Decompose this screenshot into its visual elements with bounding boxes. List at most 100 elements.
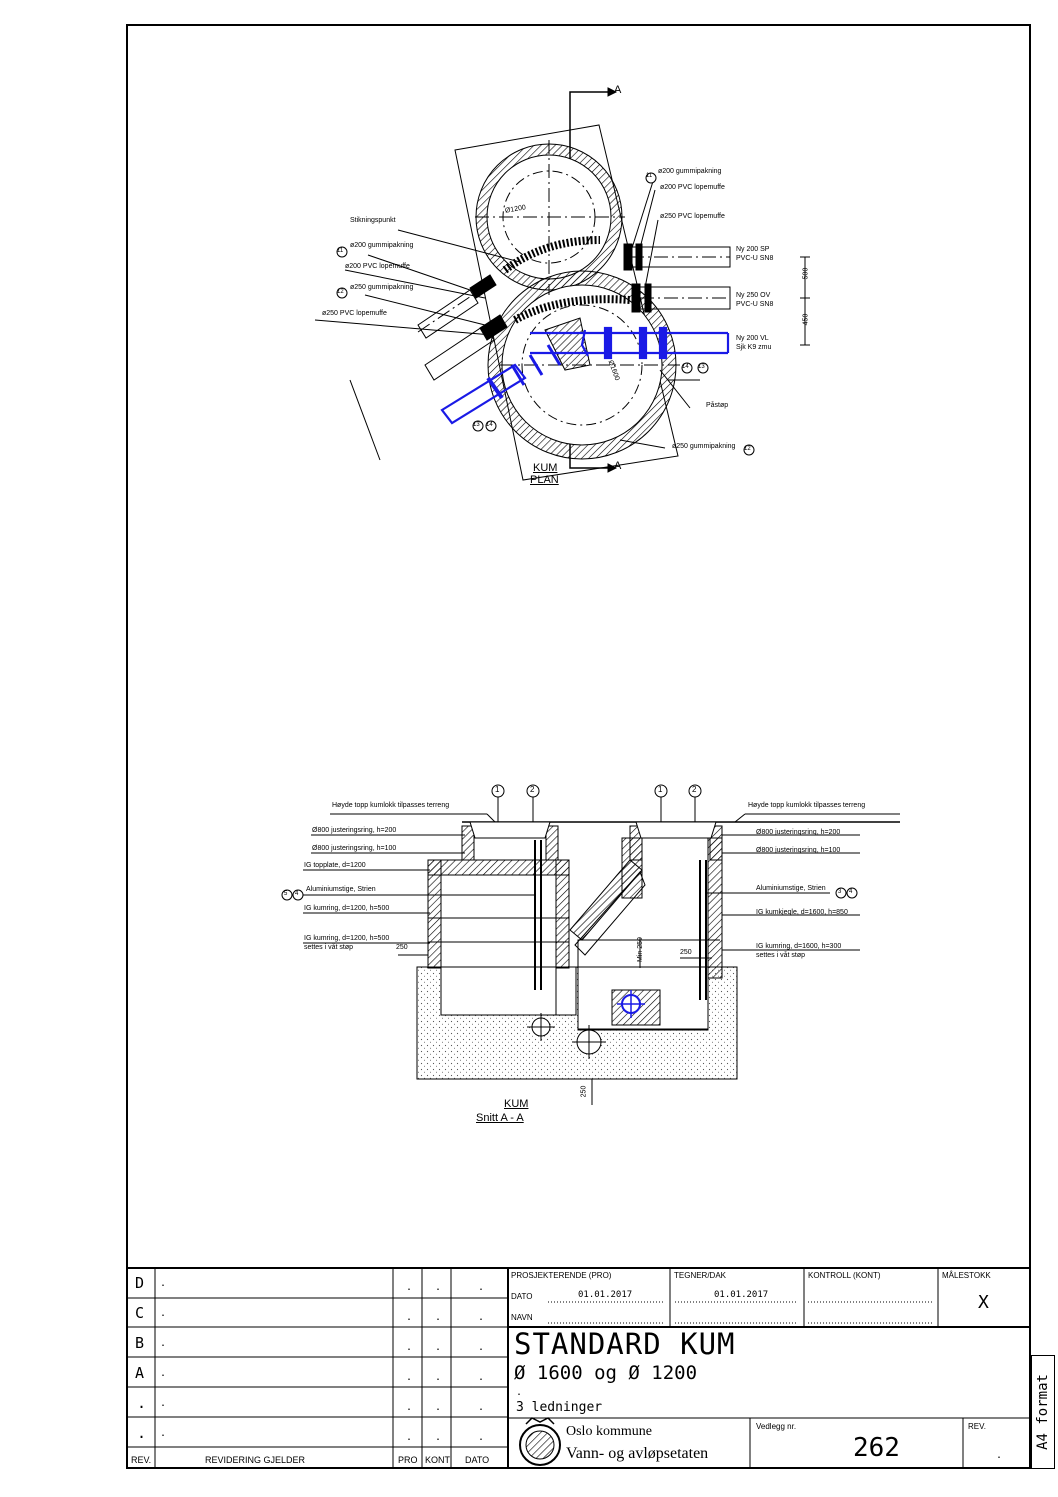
prosjekterende-label: PROSJEKTERENDE (PRO) bbox=[511, 1271, 612, 1280]
label-stige-left: Aluminiumstige, Strien bbox=[306, 886, 376, 893]
vedlegg-label: Vedlegg nr. bbox=[756, 1422, 797, 1431]
rev-row-5-desc: . bbox=[160, 1398, 167, 1409]
label-stige-right: Aluminiumstige, Strien bbox=[756, 885, 826, 892]
oslo-kommune-logo bbox=[519, 1417, 561, 1466]
section-title-line2: Snitt A - A bbox=[476, 1112, 524, 1124]
pipe-right-200sp bbox=[623, 243, 731, 271]
label-just200-right: Ø800 justeringsring, h=200 bbox=[756, 829, 841, 836]
plan-view bbox=[314, 87, 810, 481]
label-just200-left: Ø800 justeringsring, h=200 bbox=[312, 827, 397, 834]
pipe-right-250ov bbox=[631, 283, 731, 313]
pipe-left-250ov bbox=[424, 314, 508, 381]
rev-value: . bbox=[996, 1450, 1003, 1461]
drawing-subtitle: Ø 1600 og Ø 1200 bbox=[514, 1362, 698, 1384]
callout-11-right: 11 bbox=[646, 173, 653, 179]
dato-label: DATO bbox=[511, 1292, 533, 1301]
rev-row-a-pro: . bbox=[406, 1372, 413, 1383]
footer-pro: PRO bbox=[398, 1455, 418, 1465]
label-hoyde-left: Høyde topp kumlokk tilpasses terreng bbox=[332, 802, 450, 809]
callout-11-left: 11 bbox=[337, 248, 344, 254]
label-ny200vl: Ny 200 VL bbox=[736, 335, 769, 342]
callout-14-left: 14 bbox=[486, 422, 493, 428]
label-ny250ov: Ny 250 OV bbox=[736, 292, 771, 299]
section-callout-5: 5 bbox=[284, 891, 288, 897]
section-callout-1a: 1 bbox=[495, 785, 500, 794]
label-hoyde-right: Høyde topp kumlokk tilpasses terreng bbox=[748, 802, 866, 809]
label-200-pvc-left: ø200 PVC lopemuffe bbox=[345, 263, 410, 270]
rev-row-d-desc: . bbox=[160, 1278, 167, 1289]
label-kumring500: IG kumring, d=1200, h=500 bbox=[304, 905, 390, 912]
rev-row-5-dato: . bbox=[478, 1402, 485, 1413]
label-250-gummi-left: ø250 gummipakning bbox=[350, 284, 414, 291]
callout-12-left: 12 bbox=[337, 289, 344, 295]
label-kumkjegle: IG kumkjegle, d=1600, h=850 bbox=[756, 909, 848, 916]
title-block-grid bbox=[126, 1267, 1031, 1469]
section-callout-1b: 1 bbox=[658, 785, 663, 794]
rev-row-b-dato: . bbox=[478, 1342, 485, 1353]
navn-label: NAVN bbox=[511, 1313, 533, 1322]
label-kumring1600-a: IG kumring, d=1600, h=300 bbox=[756, 943, 842, 950]
rev-row-5-kont: . bbox=[435, 1402, 442, 1413]
label-250-pvc-left: ø250 PVC lopemuffe bbox=[322, 310, 387, 317]
rev-row-6-kont: . bbox=[435, 1432, 442, 1443]
section-callout-4a: 4 bbox=[295, 891, 299, 897]
tegner-label: TEGNER/DAK bbox=[674, 1271, 727, 1280]
plan-callouts bbox=[336, 172, 755, 456]
rev-row-c-dato: . bbox=[478, 1312, 485, 1323]
drawing-description: 3 ledninger bbox=[516, 1400, 603, 1415]
rev-row-5-rev: . bbox=[137, 1394, 147, 1412]
section-callout-2b: 2 bbox=[692, 785, 697, 794]
drawing-dot: . bbox=[516, 1387, 523, 1398]
section-callouts bbox=[281, 784, 858, 901]
label-pvcu-sn8-a: PVC-U SN8 bbox=[736, 255, 774, 262]
callout-12-bottom: 12 bbox=[744, 446, 751, 452]
rev-row-6-desc: . bbox=[160, 1428, 167, 1439]
plan-title-line2: PLAN bbox=[530, 474, 559, 486]
pipe-left-200sp bbox=[417, 274, 497, 339]
label-kumring-stop-a: IG kumring, d=1200, h=500 bbox=[304, 935, 390, 942]
label-250-pvc-right: ø250 PVC lopemuffe bbox=[660, 213, 725, 220]
rev-row-b-rev: B bbox=[135, 1334, 145, 1352]
rev-row-d-rev: D bbox=[135, 1274, 145, 1292]
label-pastop: Påstøp bbox=[706, 402, 729, 409]
dato-pro-value: 01.01.2017 bbox=[578, 1290, 633, 1300]
rev-row-b-pro: . bbox=[406, 1342, 413, 1353]
label-kumring1600-b: settes i våt støp bbox=[756, 952, 806, 959]
rev-row-b-kont: . bbox=[435, 1342, 442, 1353]
rev-row-d-dato: . bbox=[478, 1282, 485, 1293]
rev-row-c-desc: . bbox=[160, 1308, 167, 1319]
rev-row-b-desc: . bbox=[160, 1338, 167, 1349]
malestokk-label: MÅLESTOKK bbox=[942, 1271, 991, 1280]
callout-13-left: 13 bbox=[473, 422, 480, 428]
section-callout-2a: 2 bbox=[530, 785, 535, 794]
section-marker-top: A bbox=[614, 84, 622, 96]
label-ny200sp: Ny 200 SP bbox=[736, 246, 770, 253]
rev-label: REV. bbox=[968, 1422, 986, 1431]
rev-row-6-pro: . bbox=[406, 1432, 413, 1443]
label-200-pvc-right: ø200 PVC lopemuffe bbox=[660, 184, 725, 191]
dim-250-bottom: 250 bbox=[580, 1085, 588, 1098]
dato-tegner-value: 01.01.2017 bbox=[714, 1290, 769, 1300]
label-sjk-k9: Sjk K9 zmu bbox=[736, 344, 772, 351]
label-stikningspunkt: Stikningspunkt bbox=[350, 217, 396, 224]
dim-250-left: 250 bbox=[396, 944, 408, 951]
footer-dato: DATO bbox=[465, 1455, 490, 1465]
org-name-2: Vann- og avløpsetaten bbox=[566, 1445, 709, 1462]
rev-row-d-pro: . bbox=[406, 1282, 413, 1293]
kontroll-label: KONTROLL (KONT) bbox=[808, 1271, 881, 1280]
rev-row-c-pro: . bbox=[406, 1312, 413, 1323]
section-view bbox=[303, 797, 900, 1105]
section-callout-3: 3 bbox=[838, 889, 842, 895]
dim-500: 500 bbox=[802, 267, 810, 280]
format-box: A4 format bbox=[1031, 1355, 1055, 1469]
rev-row-a-desc: . bbox=[160, 1368, 167, 1379]
dim-450: 450 bbox=[802, 313, 810, 326]
section-title-line1: KUM bbox=[504, 1098, 529, 1110]
rev-row-6-rev: . bbox=[137, 1424, 147, 1442]
rev-row-c-kont: . bbox=[435, 1312, 442, 1323]
label-topplate: IG topplate, d=1200 bbox=[304, 862, 366, 869]
vedlegg-value: 262 bbox=[853, 1433, 900, 1463]
label-250-gummi-bottom: ø250 gummipakning bbox=[672, 443, 736, 450]
dim-min250: Min 250 bbox=[636, 937, 644, 962]
